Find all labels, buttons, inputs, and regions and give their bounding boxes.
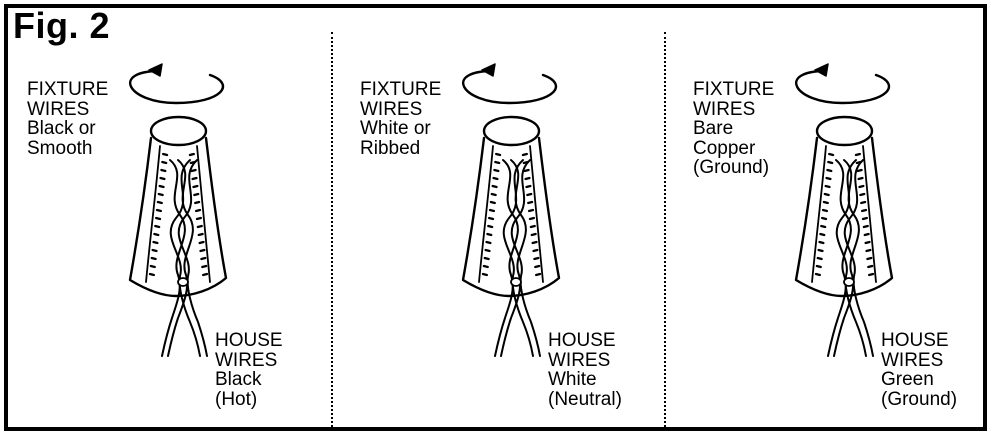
twist-arrow-icon (129, 63, 225, 105)
figure-frame (4, 4, 987, 431)
twisted-wires (827, 159, 874, 357)
panel-ground: FIXTURE WIRES Bare Copper (Ground) HOUSE… (666, 0, 991, 425)
wire-nut-icon (128, 63, 228, 357)
twist-arrow-icon (462, 63, 558, 105)
panel-hot: FIXTURE WIRES Black or Smooth HOUSE WIRE… (0, 0, 330, 425)
fixture-wires-label: FIXTURE WIRES Bare Copper (Ground) (693, 79, 775, 178)
fixture-wires-label: FIXTURE WIRES Black or Smooth (27, 79, 109, 159)
twist-arrow-icon (795, 63, 891, 105)
twisted-wires (494, 159, 541, 357)
wire-nut-body (128, 115, 228, 298)
wire-nut-icon (461, 63, 561, 357)
twisted-wires (161, 159, 208, 357)
wire-nut-icon (794, 63, 894, 357)
panel-neutral: FIXTURE WIRES White or Ribbed HOUSE WIRE… (333, 0, 663, 425)
wire-nut-body (461, 115, 561, 298)
house-wires-label: HOUSE WIRES White (Neutral) (548, 330, 622, 410)
figure-title: Fig. 2 (13, 5, 111, 46)
house-wires-label: HOUSE WIRES Green (Ground) (881, 330, 958, 410)
house-wires-label: HOUSE WIRES Black (Hot) (215, 330, 283, 410)
panel-divider-2 (664, 32, 666, 427)
wire-nut-body (794, 115, 894, 298)
panel-divider-1 (331, 32, 333, 427)
fixture-wires-label: FIXTURE WIRES White or Ribbed (360, 79, 442, 159)
